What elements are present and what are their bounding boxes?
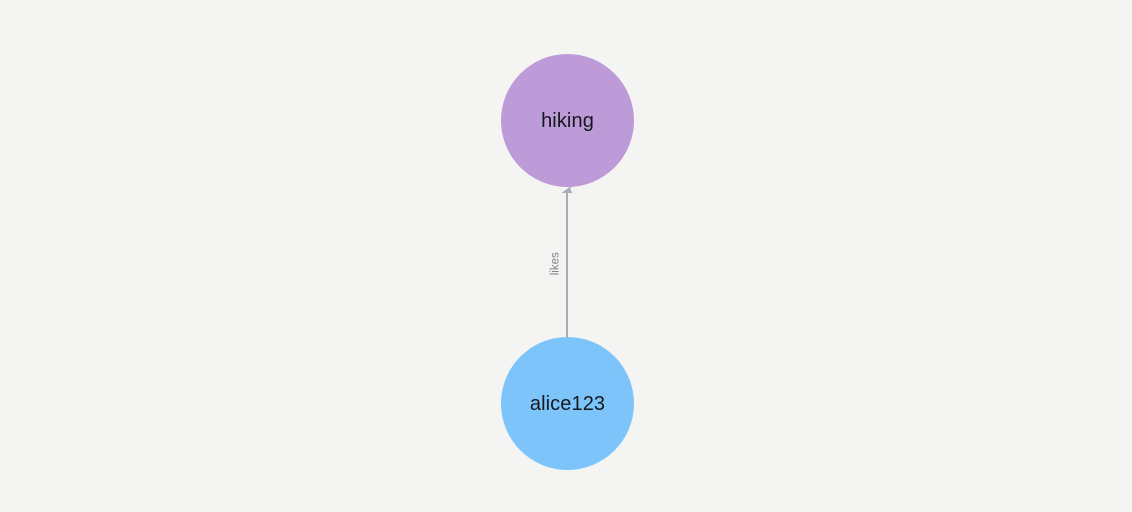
graph-node-hiking-label: hiking	[541, 109, 594, 132]
edge-label-likes: likes	[549, 252, 562, 276]
graph-node-alice123[interactable]: alice123	[501, 337, 634, 470]
graph-node-alice123-label: alice123	[529, 392, 606, 415]
graph-node-hiking[interactable]: hiking	[501, 54, 634, 187]
